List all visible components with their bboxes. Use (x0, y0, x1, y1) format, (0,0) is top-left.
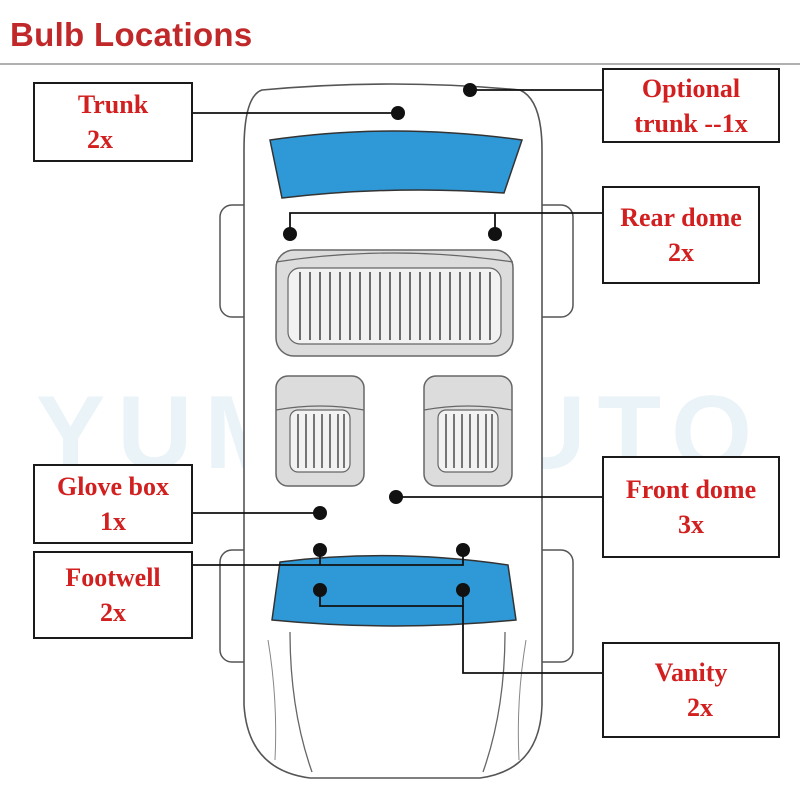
label-rear-dome: Rear dome 2x (602, 186, 760, 284)
label-vanity-count: 2x (687, 693, 713, 722)
bulb-footwell-left-dot (313, 543, 327, 557)
label-trunk-name: Trunk (77, 90, 149, 119)
title-divider (0, 63, 800, 65)
windshield (271, 554, 517, 627)
label-glove-box-count: 1x (100, 507, 126, 536)
leader-vanity (462, 606, 602, 674)
label-trunk-count: 2x (87, 125, 113, 154)
hood-line-left (289, 631, 313, 773)
label-trunk: Trunk 2x (33, 82, 193, 162)
hood-line-right (482, 631, 506, 773)
label-optional-trunk-name: Optional (641, 73, 741, 103)
bulb-optional-trunk-dot (463, 83, 477, 97)
label-front-dome-count: 3x (678, 510, 704, 539)
label-vanity-name: Vanity (654, 658, 728, 687)
label-footwell: Footwell 2x (33, 551, 193, 639)
bulb-rear-dome-right-dot (488, 227, 502, 241)
label-footwell-count: 2x (100, 598, 126, 627)
label-rear-dome-name: Rear dome (620, 203, 742, 232)
leader-vanity-bar (319, 590, 464, 607)
hood-curve-left (267, 639, 277, 761)
page-title: Bulb Locations (10, 16, 253, 53)
bulb-vanity-right-dot (456, 583, 470, 597)
label-vanity: Vanity 2x (602, 642, 780, 738)
label-glove-box-name: Glove box (57, 472, 169, 501)
bulb-front-dome-dot (389, 490, 403, 504)
rear-window (269, 130, 524, 199)
rear-bench-seat (275, 249, 514, 357)
label-front-dome-name: Front dome (625, 475, 757, 504)
label-glove-box: Glove box 1x (33, 464, 193, 544)
label-rear-dome-count: 2x (668, 238, 694, 267)
label-optional-trunk: Optional trunk --1x (602, 68, 780, 143)
bulb-rear-dome-left-dot (283, 227, 297, 241)
front-right-seat (423, 375, 513, 487)
hood-curve-right (517, 639, 527, 761)
bulb-glove-box-dot (313, 506, 327, 520)
bulb-trunk-dot (391, 106, 405, 120)
label-front-dome: Front dome 3x (602, 456, 780, 558)
label-footwell-name: Footwell (65, 563, 161, 592)
bulb-footwell-right-dot (456, 543, 470, 557)
label-optional-trunk-count: trunk --1x (634, 108, 748, 138)
bulb-vanity-left-dot (313, 583, 327, 597)
front-left-seat (275, 375, 365, 487)
